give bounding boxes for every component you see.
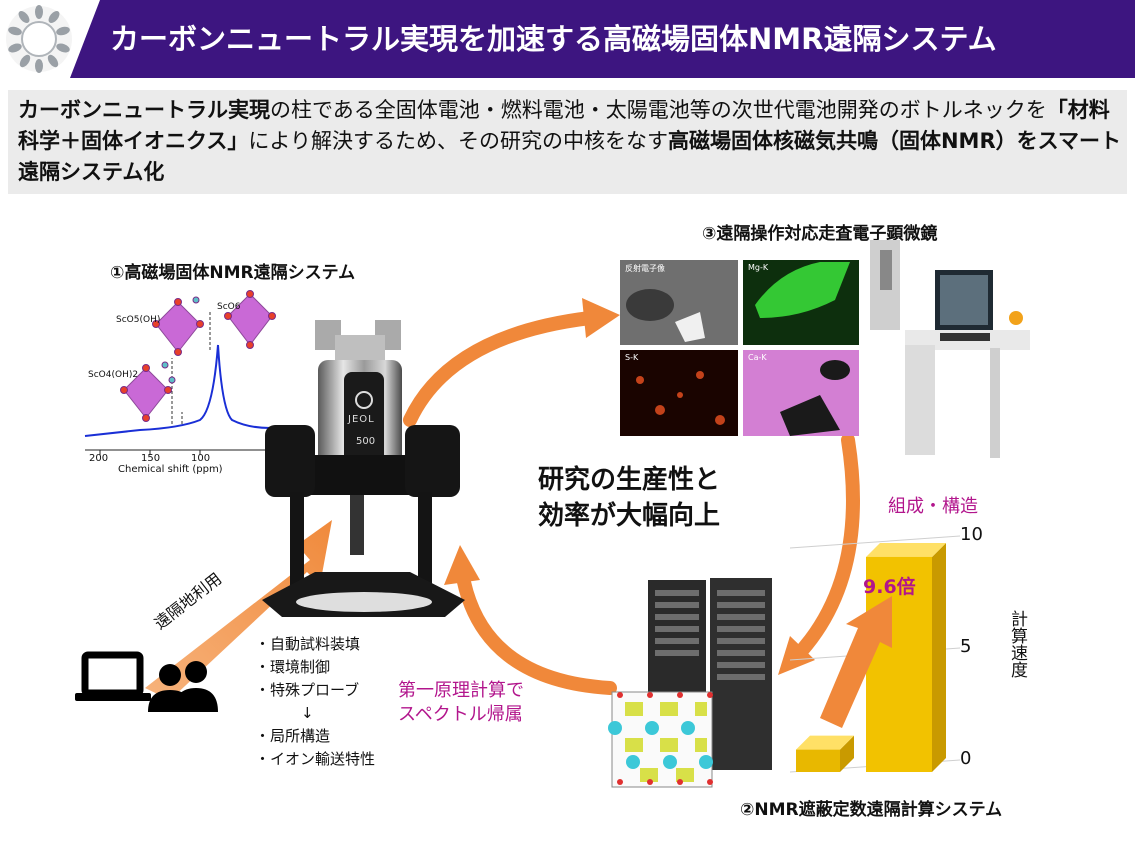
sem-panel-label-3: S-K: [625, 353, 639, 362]
center-message: 研究の生産性と 効率が大幅向上: [538, 462, 720, 534]
server-racks: [648, 578, 772, 770]
speed-axis-label: 計算速度: [1007, 610, 1027, 678]
sem-images: [620, 260, 859, 436]
arrow-head-nmr: [444, 545, 480, 585]
intro-panel: [8, 90, 1127, 194]
center-line-1: 研究の生産性と: [538, 465, 721, 495]
wreath-logo-icon: [6, 5, 72, 73]
sem-instrument: [870, 240, 1030, 458]
intro-highlight-2: 「材料科学＋固体イオニクス」: [18, 98, 1110, 153]
remote-use-arrow: [145, 520, 332, 700]
feature-item: ・イオン輸送特性: [255, 750, 376, 768]
header-banner: [70, 0, 1135, 78]
arrow-to-sem: [403, 311, 597, 427]
y-tick-label: 0: [960, 748, 972, 769]
intro-highlight-1: カーボンニュートラル実現: [18, 98, 270, 122]
first-principles-label: 第一原理計算で スペクトル帰属: [398, 679, 524, 727]
crystal-structure: [608, 691, 713, 788]
arrow-to-calc: [788, 433, 860, 665]
octahedron-icons: [120, 290, 276, 422]
feature-item: ・特殊プローブ: [255, 681, 360, 699]
users-icon: [148, 661, 218, 712]
species-label-3: ScO4(OH)2: [88, 370, 139, 380]
arrow-to-nmr: [455, 565, 617, 695]
species-label-1: ScO5(OH): [116, 315, 161, 325]
feature-item: ・局所構造: [255, 727, 331, 745]
arrow-head-sem: [582, 298, 620, 338]
magnet-model: 500: [356, 436, 376, 447]
center-line-2: 効率が大幅向上: [538, 501, 721, 531]
x-tick-2: 150: [141, 453, 161, 464]
magnet-brand: JEOL: [348, 414, 375, 425]
page-title: カーボンニュートラル実現を加速する高磁場固体NMR遠隔システム: [110, 22, 997, 56]
speed-bar: [866, 556, 932, 772]
speed-bar: [796, 749, 840, 772]
composition-label: 組成・構造: [888, 496, 978, 517]
speed-bar-chart: [789, 535, 961, 773]
laptop-icon: [75, 651, 151, 701]
feature-list: ・自動試料装填 ・環境制御 ・特殊プローブ ↓ ・局所構造 ・イオン輸送特性: [255, 633, 375, 771]
first-principles-line-2: スペクトル帰属: [398, 704, 523, 725]
x-tick-1: 200: [89, 453, 109, 464]
species-label-2: ScO6: [217, 302, 241, 312]
intro-highlight-3: 高磁場固体核磁気共鳴（固体NMR）をスマート遠隔システム化: [18, 129, 1121, 184]
sem-panel-label-1: 反射電子像: [625, 264, 665, 273]
arrow-head-calc: [778, 636, 815, 675]
bar-top: [866, 542, 946, 557]
feature-item: ・環境制御: [255, 658, 331, 676]
spectrum-line: [84, 344, 271, 437]
bar-side: [932, 542, 946, 772]
x-axis-label: Chemical shift (ppm): [118, 464, 223, 475]
nmr-magnet: [262, 320, 465, 617]
calc-system-label: ②NMR遮蔽定数遠隔計算システム: [740, 800, 1003, 820]
feature-item: ・自動試料装填: [255, 635, 361, 653]
sem-panel-label-4: Ca-K: [748, 353, 767, 362]
intro-text-2: の柱である全固体電池・燃料電池・太陽電池等の次世代電池開発のボトルネックを: [270, 98, 1047, 122]
bar-top: [796, 735, 854, 750]
y-tick-label: 5: [960, 636, 972, 657]
sem-label: ③遠隔操作対応走査電子顕微鏡: [702, 224, 938, 244]
bar-side: [840, 735, 854, 772]
grid-line: [789, 535, 961, 549]
feature-arrow: ↓: [301, 704, 314, 722]
speedup-annotation: 9.6倍: [863, 576, 916, 598]
nmr-spectrum: [84, 312, 271, 455]
cycle-arrows: [403, 311, 860, 695]
y-tick-label: 10: [960, 524, 983, 545]
first-principles-line-1: 第一原理計算で: [398, 680, 524, 701]
intro-text: カーボンニュートラル実現の柱である全固体電池・燃料電池・太陽電池等の次世代電池開…: [18, 95, 1123, 188]
introduce-arrow: [820, 596, 892, 728]
sem-panel-label-2: Mg-K: [748, 263, 769, 272]
x-tick-3: 100: [191, 453, 211, 464]
intro-text-4: により解決するため、その研究の中核をなす: [248, 129, 668, 153]
nmr-system-label: ①高磁場固体NMR遠隔システム: [110, 263, 356, 283]
